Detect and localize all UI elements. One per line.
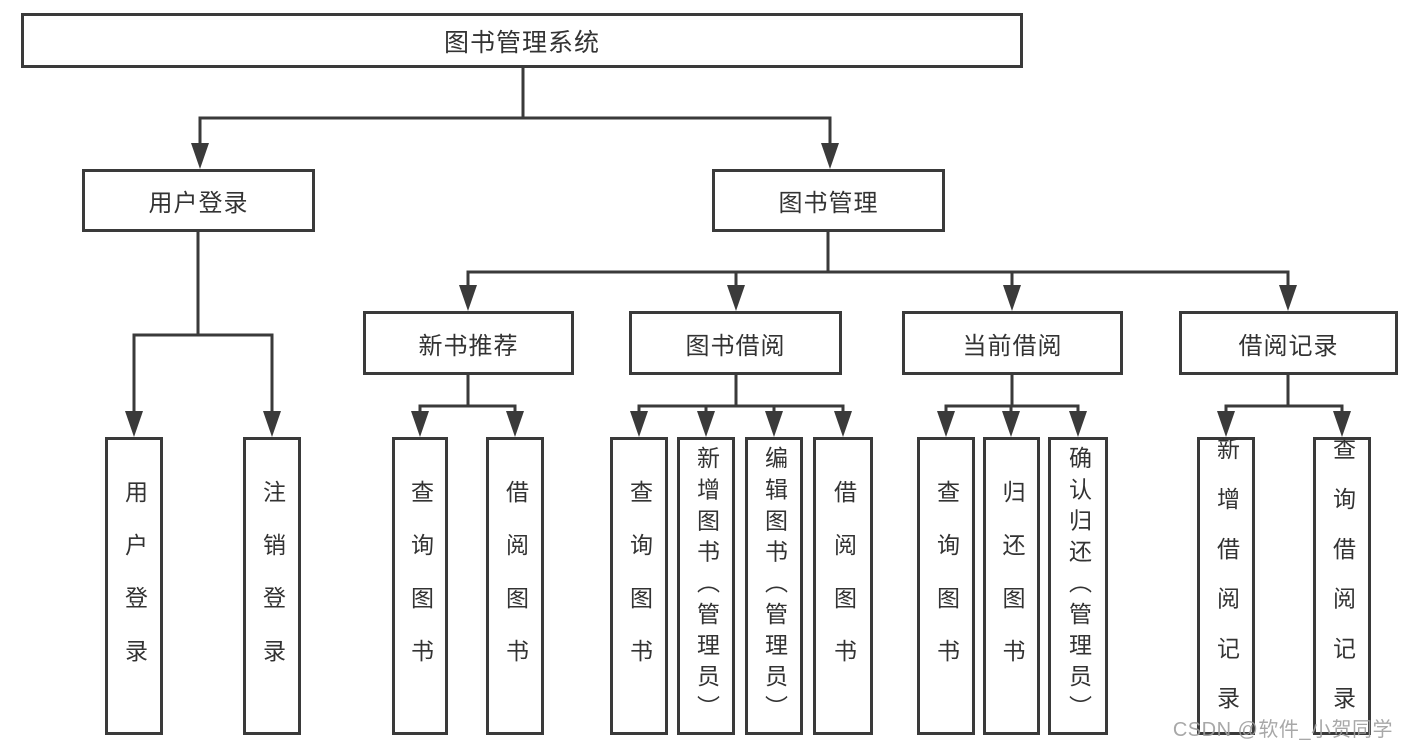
node-label: 注销登录 [259,480,286,692]
node-add-books-admin: 新增图书（管理员） [677,437,735,735]
node-library-management-system: 图书管理系统 [21,13,1023,68]
node-label: 借阅图书 [502,480,529,692]
node-label: 确认归还（管理员） [1065,445,1092,727]
node-current-borrowing: 当前借阅 [902,311,1123,375]
node-new-book-recommendation: 新书推荐 [363,311,574,375]
node-label: 新书推荐 [418,332,519,360]
node-user-login: 用户登录 [82,169,315,232]
node-label: 借阅图书 [830,480,857,692]
node-label: 借阅记录 [1238,332,1339,360]
node-query-books-current: 查询图书 [917,437,975,735]
node-label: 查询图书 [933,480,960,692]
node-label: 归还图书 [999,480,1025,692]
node-borrow-books-recommend: 借阅图书 [486,437,544,735]
node-label: 用户登录 [121,480,148,692]
node-logout: 注销登录 [243,437,301,735]
node-user-login-leaf: 用户登录 [105,437,163,735]
node-confirm-return-admin: 确认归还（管理员） [1048,437,1108,735]
node-query-borrow-record: 查询借阅记录 [1313,437,1371,735]
node-edit-books-admin: 编辑图书（管理员） [745,437,803,735]
node-query-books-borrowing: 查询图书 [610,437,668,735]
node-label: 用户登录 [148,190,249,217]
node-label: 查询借阅记录 [1329,436,1356,736]
node-label: 编辑图书（管理员） [761,445,788,727]
node-label: 新增图书（管理员） [693,445,720,727]
node-label: 图书管理 [778,190,879,217]
node-label: 新增借阅记录 [1213,436,1240,736]
node-book-management: 图书管理 [712,169,945,232]
node-label: 当前借阅 [962,332,1063,360]
node-return-books: 归还图书 [983,437,1040,735]
node-label: 图书管理系统 [443,28,600,57]
node-query-books-recommend: 查询图书 [392,437,448,735]
node-label: 查询图书 [407,480,434,692]
node-borrow-books-leaf: 借阅图书 [813,437,873,735]
node-book-borrowing: 图书借阅 [629,311,842,375]
node-borrowing-records: 借阅记录 [1179,311,1398,375]
csdn-watermark: CSDN @软件_小贺同学 [1172,719,1393,741]
node-label: 查询图书 [626,480,653,692]
node-add-borrow-record: 新增借阅记录 [1197,437,1255,735]
node-label: 图书借阅 [685,332,786,360]
